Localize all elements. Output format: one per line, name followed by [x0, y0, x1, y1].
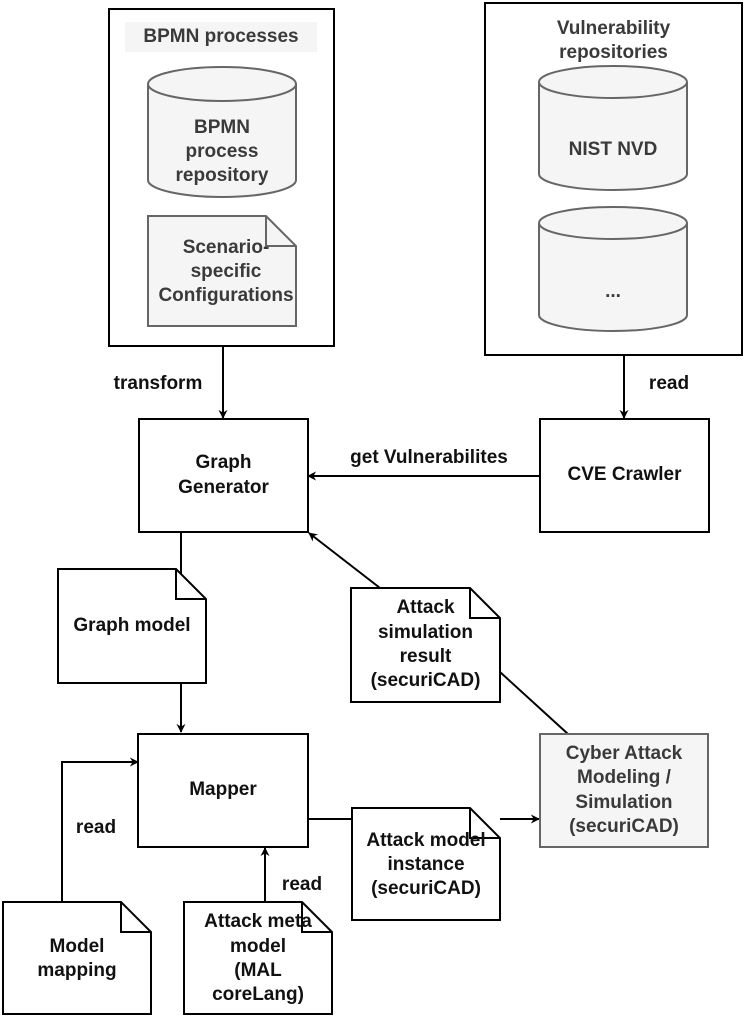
bpmn-processes-title-bg	[125, 22, 317, 52]
mapper-label: Mapper	[189, 779, 257, 801]
edge-read-mapping	[61, 757, 139, 902]
attack-result-document	[350, 587, 501, 703]
edge-label-read-mapping: read	[75, 816, 117, 838]
graph-model-document	[57, 568, 207, 684]
attack-meta-label: Attack meta model (MAL coreLang)	[204, 911, 312, 1006]
bpmn-processes-title: BPMN processes	[143, 25, 299, 47]
graph-model-label: Graph model	[73, 614, 191, 636]
cve-crawler-box	[539, 418, 710, 533]
scenario-config-label: Scenario- specific Configurations	[158, 236, 294, 307]
edge-label-transform: transform	[113, 372, 203, 394]
edge-result-to-generator	[308, 532, 381, 589]
model-mapping-label: Model mapping	[37, 935, 117, 981]
attack-result-label: Attack simulation result (securiCAD)	[370, 597, 481, 692]
nist-nvd-cylinder	[538, 65, 688, 191]
graph-generator-label: Graph Generator	[178, 452, 269, 498]
other-repository-cylinder	[538, 206, 688, 332]
edge-cyber-attack-to-result	[499, 671, 569, 735]
graph-generator-box	[138, 418, 309, 533]
cve-crawler-label: CVE Crawler	[567, 464, 682, 486]
cyber-attack-box	[539, 733, 709, 848]
scenario-config-document	[147, 215, 297, 327]
attack-instance-document	[351, 807, 501, 921]
attack-instance-label: Attack model instance (securiCAD)	[366, 829, 486, 900]
vulnerability-repositories-title: Vulnerability repositories	[556, 17, 671, 63]
nist-nvd-label: NIST NVD	[568, 138, 658, 160]
attack-meta-document	[183, 901, 333, 1015]
bpmn-repository-cylinder	[147, 66, 297, 198]
model-mapping-document	[2, 901, 152, 1015]
bpmn-repository-label: BPMN process repository	[175, 116, 269, 187]
edge-label-get-vulnerabilities: get Vulnerabilites	[350, 446, 508, 468]
mapper-box	[137, 733, 309, 848]
edge-label-read-vuln: read	[648, 372, 690, 394]
edge-label-read-meta: read	[281, 873, 323, 895]
cyber-attack-label: Cyber Attack Modeling / Simulation (secu…	[565, 742, 683, 837]
other-repository-label: ...	[605, 280, 621, 302]
